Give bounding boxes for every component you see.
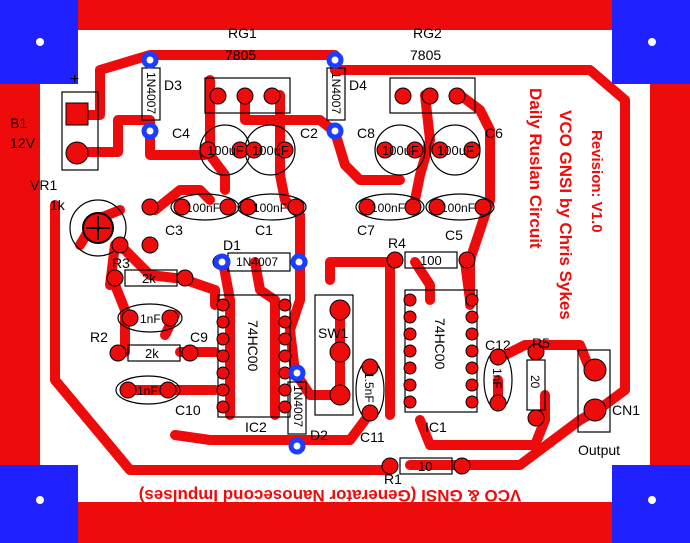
via-d4-top [326,51,344,69]
mount-pad-bottom-left [0,465,78,543]
r3-value: 2k [142,271,156,286]
b1-value: 12V [10,135,36,151]
r4-value: 100 [420,253,442,268]
vias [141,51,344,455]
b1-ref: B1 [10,115,27,131]
d2-ref: D2 [310,427,328,443]
c10-value: 1nF [137,384,158,398]
vr1-body [69,199,127,257]
labels: RG1 7805 RG2 7805 D3 D4 D1 D2 B1 12V VR1… [10,25,640,487]
c8-ref: C8 [357,125,375,141]
c5-value: 100nF [441,201,475,215]
via-d3-bottom [141,122,159,140]
r1-body [399,457,453,475]
vr1-value: 1k [50,197,66,213]
c7-body [355,193,425,221]
c8-value-a: 100uF [382,143,419,158]
board-title: VCO & GNSI (Generator Nanosecond Impulse… [139,486,522,505]
c11-value: 1.5nF [362,372,376,403]
r4-body [404,251,458,269]
b1-body [61,91,99,171]
d3-ref: D3 [164,77,182,93]
c7-value: 100nF [371,201,405,215]
via-d1-left [213,253,231,271]
via-d2-bottom [288,437,306,455]
rg1-value: 7805 [225,47,256,63]
rg2-body [389,77,476,114]
c10-ref: C10 [175,402,201,418]
c5-ref: C5 [445,227,463,243]
c8-a-body [374,124,426,176]
r3-ref: R3 [112,255,130,271]
d1-value: 1N4007 [236,255,278,269]
r2-value: 2k [145,346,159,361]
c4-ref: C4 [172,125,190,141]
c9-value: 1nF [140,312,161,326]
d4-ref: D4 [349,77,367,93]
vr1-ref: VR1 [30,177,57,193]
sw1-ref: SW1 [318,325,349,341]
c3-ref: C3 [165,222,183,238]
info-line-2: Daily Ruslan Circuit [526,88,545,249]
d3-value: 1N4007 [144,72,158,114]
c9-ref: C9 [190,329,208,345]
rg2-value: 7805 [410,47,441,63]
r2-body [127,344,181,362]
c6-ref: C6 [485,125,503,141]
r4-ref: R4 [388,235,406,251]
d1-ref: D1 [223,237,241,253]
ic2-value: 74HC00 [245,320,261,372]
c3-value: 100nF [186,201,220,215]
rotated-labels: 1N4007 1N4007 1N4007 1N4007 74HC00 74HC0… [144,72,542,427]
r1-ref: R1 [384,471,402,487]
cn1-label: Output [578,442,620,458]
c12-ref: C12 [485,337,511,353]
c5-body [425,193,495,221]
c1-body [237,193,307,221]
c1-ref: C1 [255,222,273,238]
c12-value: 1nF [490,368,504,389]
via-d1-right [290,253,308,271]
c4-value-b: 100uF [252,143,289,158]
revision: Revision: V1.0 [588,130,605,233]
via-d4-bottom [326,122,344,140]
pads [65,87,607,475]
c8-value-b: 100uF [437,143,474,158]
via-d2-top [288,364,306,382]
c4-value-a: 100uF [207,143,244,158]
rg1-ref: RG1 [228,25,257,41]
c2-ref: C2 [300,125,318,141]
r2-ref: R2 [90,329,108,345]
c9-body [117,303,183,333]
sw1-body [314,294,354,416]
d4-value: 1N4007 [329,72,343,114]
c3-body [170,193,240,221]
ic1-ref: IC1 [425,419,447,435]
board-text: VCO & GNSI (Generator Nanosecond Impulse… [139,88,605,505]
via-d3-top [141,51,159,69]
r1-value: 10 [418,459,432,474]
d2-value: 1N4007 [291,385,305,427]
c10-body [115,375,181,405]
ic2-ref: IC2 [245,419,267,435]
mount-pad-bottom-right [612,465,690,543]
rg1-body [204,77,291,114]
c1-value: 100nF [253,201,287,215]
ic1-value: 74HC00 [432,318,448,370]
rg2-ref: RG2 [413,25,442,41]
cn1-body [577,349,611,433]
ic-pins [216,293,479,414]
r5-value: 20 [528,375,542,389]
info-line-1: VCO GNSI by Chris Sykes [556,110,575,320]
cn1-ref: CN1 [612,402,640,418]
b1-plus: + [70,71,79,88]
vr1-knob [82,212,114,244]
r5-ref: R5 [532,335,550,351]
c7-ref: C7 [357,222,375,238]
c11-ref: C11 [360,429,385,445]
